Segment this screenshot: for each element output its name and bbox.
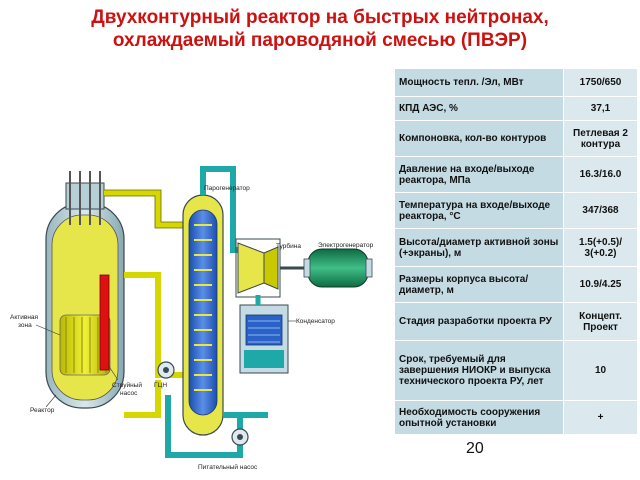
primary-loop-pipes-outline xyxy=(104,189,186,229)
spec-param: КПД АЭС, % xyxy=(394,96,564,121)
spec-param: Размеры корпуса высота/диаметр, м xyxy=(394,266,564,303)
spec-param: Температура на входе/выходе реактора, °С xyxy=(394,192,564,229)
label-jet-pump-1: Струйный xyxy=(112,381,142,389)
spec-value: + xyxy=(563,400,638,435)
spec-value: 16.3/16.0 xyxy=(563,156,638,193)
label-condenser: Конденсатор xyxy=(296,318,335,325)
title-line-1: Двухконтурный реактор на быстрых нейтрон… xyxy=(91,7,549,28)
spec-param: Необходимость сооружения опытной установ… xyxy=(394,400,564,435)
reactor-schematic: Парогенератор Турбина Электрогенератор А… xyxy=(10,166,374,471)
label-main-pump: ГЦН xyxy=(154,382,167,389)
spec-param: Компоновка, кол-во контуров xyxy=(394,120,564,157)
turbine xyxy=(235,238,281,298)
slide-title: Двухконтурный реактор на быстрых нейтрон… xyxy=(0,6,640,52)
spec-row: Высота/диаметр активной зоны (+экраны), … xyxy=(394,228,638,267)
label-generator: Электрогенератор xyxy=(318,242,374,249)
title-line-2: охлаждаемый пароводяной смесью (ПВЭР) xyxy=(112,30,528,51)
label-active-zone-2: зона xyxy=(18,322,32,329)
spec-row: Необходимость сооружения опытной установ… xyxy=(394,400,638,435)
spec-value: 37,1 xyxy=(563,96,638,121)
label-turbine: Турбина xyxy=(276,242,301,250)
spec-value: 10 xyxy=(563,340,638,401)
electric-generator xyxy=(280,248,373,288)
spec-row: Температура на входе/выходе реактора, °С… xyxy=(394,192,638,229)
spec-value: Концепт. Проект xyxy=(563,302,638,341)
spec-row: КПД АЭС, %37,1 xyxy=(394,96,638,121)
spec-value: Петлевая 2 контура xyxy=(563,120,638,157)
steam-generator xyxy=(182,194,224,436)
secondary-loop-pipes xyxy=(165,166,268,458)
spec-row: Срок, требуемый для завершения НИОКР и в… xyxy=(394,340,638,401)
label-reactor: Реактор xyxy=(30,407,55,414)
spec-value: 1.5(+0.5)/ 3(+0.2) xyxy=(563,228,638,267)
jet-pump xyxy=(99,274,110,371)
spec-param: Срок, требуемый для завершения НИОКР и в… xyxy=(394,340,564,401)
label-jet-pump-2: насос xyxy=(120,390,138,397)
spec-value: 10.9/4.25 xyxy=(563,266,638,303)
spec-param: Давление на входе/выходе реактора, МПа xyxy=(394,156,564,193)
label-active-zone-1: Активная xyxy=(10,314,39,321)
spec-value: 1750/650 xyxy=(563,68,638,97)
label-steam-generator: Парогенератор xyxy=(204,185,250,192)
condenser xyxy=(239,295,289,374)
spec-param: Мощность тепл. /Эл, МВт xyxy=(394,68,564,97)
spec-value: 347/368 xyxy=(563,192,638,229)
feed-pump xyxy=(231,428,249,446)
page-number: 20 xyxy=(466,440,484,457)
label-feed-pump: Питательный насос xyxy=(198,463,258,471)
spec-param: Стадия разработки проекта РУ xyxy=(394,302,564,341)
main-circulation-pump xyxy=(157,361,175,379)
spec-param: Высота/диаметр активной зоны (+экраны), … xyxy=(394,228,564,267)
